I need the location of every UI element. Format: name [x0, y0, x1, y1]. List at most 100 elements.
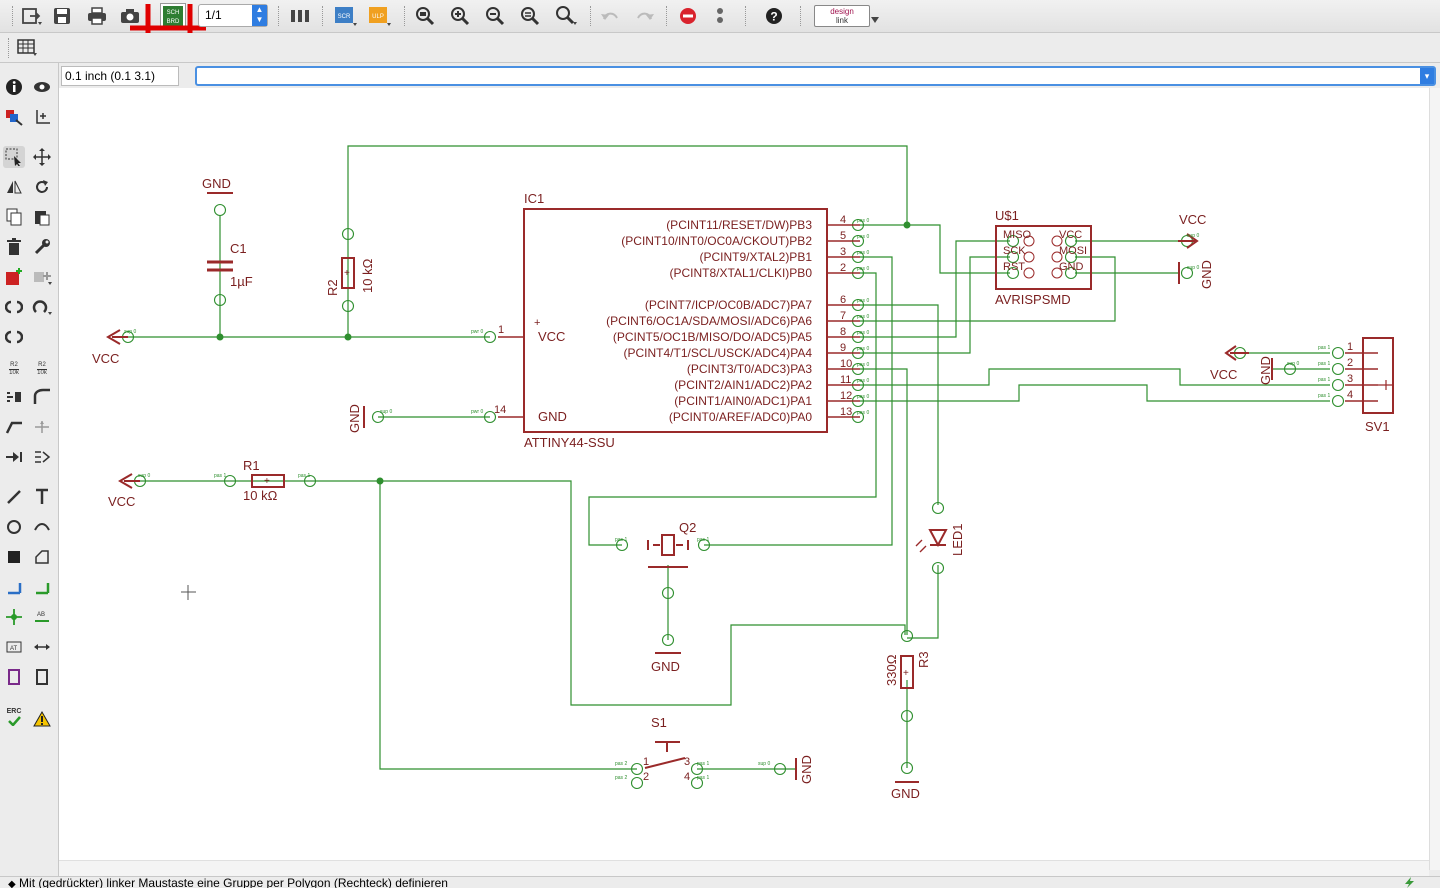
u1-name: U$1: [995, 208, 1019, 223]
warning-icon[interactable]: [31, 708, 53, 730]
toolbar-separator: [666, 6, 667, 26]
frame-icon[interactable]: [3, 666, 25, 688]
tiny-label: sup 0: [380, 409, 392, 415]
tiny-label: pas 0: [857, 378, 869, 384]
cam-icon[interactable]: [118, 5, 142, 27]
u1-value: AVRISPSMD: [995, 292, 1071, 307]
pinswap-icon[interactable]: [3, 296, 25, 318]
text-icon[interactable]: [31, 486, 53, 508]
sheet-selector[interactable]: 1/1 ▲▼: [198, 4, 268, 27]
rectangle-icon[interactable]: [3, 546, 25, 568]
module-icon[interactable]: [31, 666, 53, 688]
led1-name: LED1: [950, 523, 965, 556]
group-select-icon[interactable]: [3, 146, 25, 168]
swap-icon[interactable]: [3, 326, 25, 348]
go-icon[interactable]: [708, 5, 732, 27]
info-icon[interactable]: [3, 76, 25, 98]
ulp-button[interactable]: ULP: [368, 5, 392, 27]
script-button[interactable]: SCR: [334, 5, 358, 27]
designlink-button[interactable]: design link: [814, 5, 870, 27]
erc-button[interactable]: ERC: [3, 706, 25, 728]
columns-icon[interactable]: [288, 5, 312, 27]
s1-pin-1: 1: [643, 756, 649, 768]
replace-icon[interactable]: [31, 266, 53, 288]
bus-icon[interactable]: [31, 576, 53, 598]
copy-icon[interactable]: [3, 206, 25, 228]
gnd-label-c1: GND: [202, 176, 231, 191]
arc-icon[interactable]: [31, 516, 53, 538]
show-icon[interactable]: [31, 76, 53, 98]
paste-icon[interactable]: [31, 206, 53, 228]
undo-icon[interactable]: [598, 5, 622, 27]
rotate-icon[interactable]: [31, 176, 53, 198]
tiny-label: pas 1: [214, 473, 226, 479]
optimize-icon[interactable]: [31, 416, 53, 438]
tiny-label: pwr 0: [471, 329, 483, 335]
net-icon[interactable]: [3, 576, 25, 598]
schematic-canvas[interactable]: IC1 ATTINY44-SSU VCC GND 1 14 + (PCINT11…: [59, 88, 1429, 870]
display-icon[interactable]: [3, 106, 25, 128]
move-icon[interactable]: [31, 146, 53, 168]
sv1-pin-4: 4: [1347, 389, 1353, 401]
miter-icon[interactable]: [31, 386, 53, 408]
dimension-icon[interactable]: [31, 636, 53, 658]
s1-pin-4: 4: [684, 771, 690, 783]
open-icon[interactable]: [20, 5, 44, 27]
save-icon[interactable]: [50, 5, 74, 27]
zoom-redraw-icon[interactable]: [518, 5, 542, 27]
c1-name: C1: [230, 241, 247, 256]
redo-icon[interactable]: [633, 5, 657, 27]
polygon-icon[interactable]: [31, 546, 53, 568]
mouse-crosshair: [181, 585, 196, 600]
print-icon[interactable]: [85, 5, 109, 27]
toolbar-separator: [745, 6, 746, 26]
net-pb3: [860, 224, 1010, 274]
vcc-arrow: [118, 473, 140, 489]
sheet-stepper[interactable]: ▲▼: [252, 5, 267, 26]
gate-icon[interactable]: [31, 446, 53, 468]
gateswap-icon[interactable]: [31, 296, 53, 318]
horizontal-scrollbar[interactable]: [59, 860, 1429, 876]
invoke-icon[interactable]: [3, 446, 25, 468]
command-history-dropdown[interactable]: ▾: [1420, 68, 1434, 84]
delete-icon[interactable]: [3, 236, 25, 258]
scr-label: SCR: [338, 14, 351, 20]
smash-icon[interactable]: [3, 386, 25, 408]
r2-value: 10 kΩ: [360, 258, 375, 293]
help-icon[interactable]: ?: [762, 5, 786, 27]
mirror-icon[interactable]: [3, 176, 25, 198]
mark-icon[interactable]: [31, 106, 53, 128]
net-mosi: [860, 256, 1116, 322]
u1-pin-vcc: VCC: [1059, 229, 1082, 241]
attribute-icon[interactable]: AT: [3, 636, 25, 658]
schematic-drawing[interactable]: IC1 ATTINY44-SSU VCC GND 1 14 + (PCINT11…: [59, 88, 1429, 870]
command-line-input[interactable]: ▾: [195, 66, 1436, 86]
split-icon[interactable]: [3, 416, 25, 438]
zoom-in-icon[interactable]: [448, 5, 472, 27]
symbols: [106, 192, 1394, 783]
toolbar-separator: [800, 6, 801, 26]
change-icon[interactable]: [31, 236, 53, 258]
label-icon[interactable]: AB: [31, 606, 53, 628]
toolbar-separator: [12, 6, 13, 26]
junction-icon[interactable]: [3, 606, 25, 628]
designlink-dropdown-icon[interactable]: [871, 16, 879, 24]
line-icon[interactable]: [3, 486, 25, 508]
r1-name: R1: [243, 458, 260, 473]
vertical-scrollbar[interactable]: [1429, 88, 1440, 870]
r3-name: R3: [916, 651, 931, 668]
grid-icon[interactable]: [16, 37, 40, 59]
zoom-fit-icon[interactable]: [413, 5, 437, 27]
add-icon[interactable]: [3, 266, 25, 288]
toolbar-separator: [590, 6, 591, 26]
net-pa2: [860, 368, 1330, 386]
zoom-select-icon[interactable]: [555, 5, 579, 27]
zoom-out-icon[interactable]: [483, 5, 507, 27]
stop-icon[interactable]: [676, 5, 700, 27]
grid-display[interactable]: 0.1 inch (0.1 3.1): [61, 66, 179, 86]
circle-icon[interactable]: [3, 516, 25, 538]
